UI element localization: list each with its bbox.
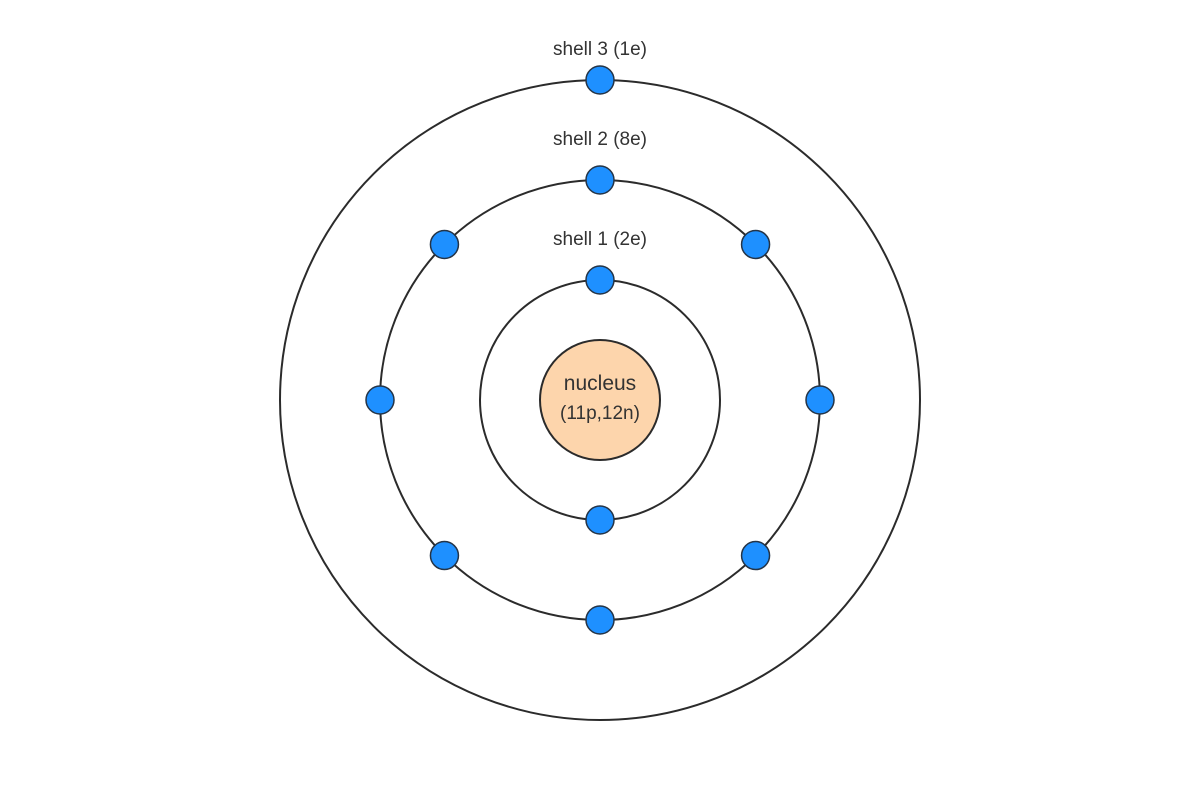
shell-2-electron <box>585 165 615 195</box>
shell-2-electron <box>585 605 615 635</box>
shell-2-electron <box>740 540 771 571</box>
shell-labels: shell 1 (2e) shell 2 (8e) shell 3 (1e) <box>553 39 647 250</box>
nucleus-circle <box>539 339 661 461</box>
shell-1-label: shell 1 (2e) <box>553 229 647 250</box>
nucleus: nucleus (11p,12n) <box>539 339 661 461</box>
shell-2-electron <box>429 229 460 260</box>
shell-2-electron <box>805 385 835 415</box>
shell-2-electron <box>740 229 771 260</box>
electrons <box>365 65 835 635</box>
shell-1-electron <box>585 505 615 535</box>
shell-3-electron <box>585 65 615 95</box>
shell-3-label: shell 3 (1e) <box>553 39 647 60</box>
shell-2-electron <box>429 540 460 571</box>
shell-2-label: shell 2 (8e) <box>553 129 647 150</box>
shell-1-electron <box>585 265 615 295</box>
shell-2-electron <box>365 385 395 415</box>
nucleus-composition: (11p,12n) <box>560 403 640 424</box>
nucleus-title: nucleus <box>564 372 636 395</box>
